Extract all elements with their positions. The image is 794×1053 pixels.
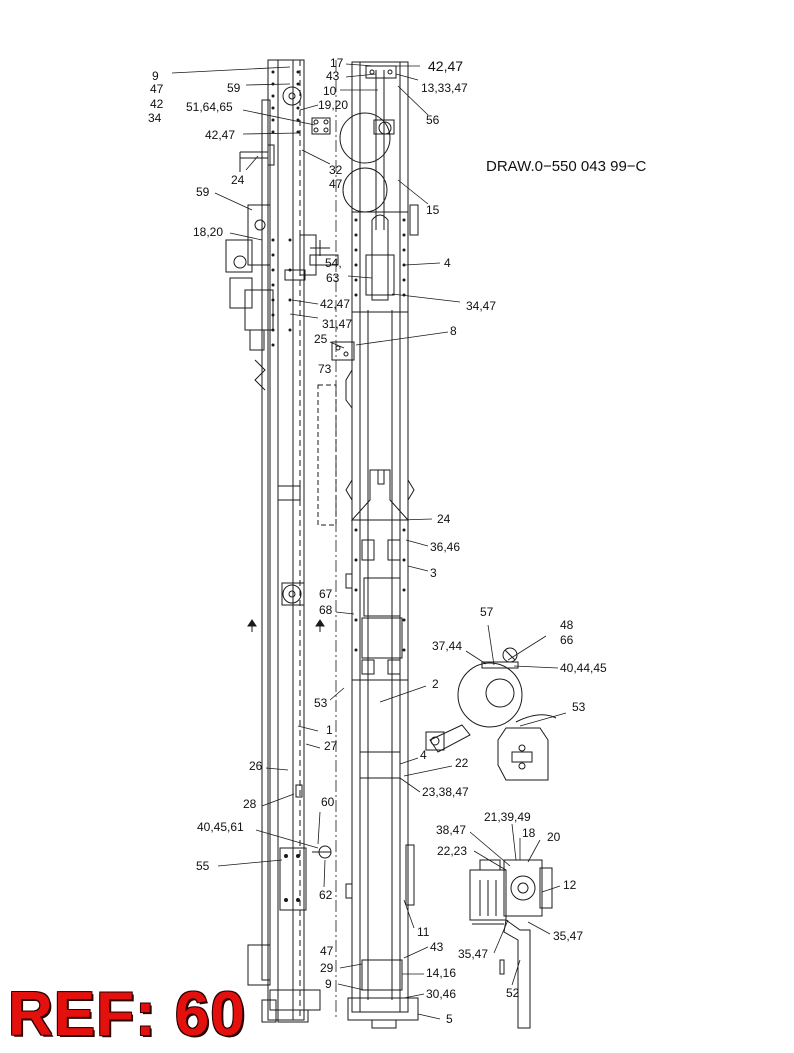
callout-label: 59 (196, 185, 210, 199)
callout-label: 36,46 (430, 540, 461, 554)
callout-label: 68 (319, 603, 333, 617)
callout-label: 53 (314, 696, 328, 710)
callout-label: 35,47 (553, 929, 584, 943)
callout-label: 18,20 (193, 225, 224, 239)
callout-label: 66 (560, 633, 574, 647)
callout-label: 28 (243, 797, 257, 811)
callout-label: 27 (324, 739, 338, 753)
callout-label: 73 (318, 362, 332, 376)
callout-label: 42 (150, 97, 164, 111)
callout-label: 5 (446, 1012, 453, 1026)
detail-reel-assembly (425, 647, 557, 781)
callout-label: 19,20 (318, 98, 349, 112)
callout-label: 51,64,65 (186, 100, 233, 114)
callout-label: 8 (450, 324, 457, 338)
callout-label: 42,47 (428, 58, 464, 74)
callout-label: 13,33,47 (421, 81, 468, 95)
callout-label: 42,47 (320, 297, 351, 311)
callout-label: 60 (321, 795, 335, 809)
callout-label: 21,39,49 (484, 810, 531, 824)
callout-label: 67 (319, 587, 333, 601)
callout-label: 22 (455, 756, 469, 770)
callout-label: 47 (150, 82, 164, 96)
callout-label: 37,44 (432, 639, 463, 653)
callout-label: 24 (437, 512, 451, 526)
callout-label: 47 (320, 944, 334, 958)
callout-label: 4 (420, 748, 427, 762)
callout-label: 63 (326, 271, 340, 285)
callout-label: 15 (426, 203, 440, 217)
callout-label: 4 (444, 256, 451, 270)
reference-badge: REF: 60 (8, 980, 246, 1049)
callout-label: 10 (323, 84, 337, 98)
callout-label: 34 (148, 111, 162, 125)
callout-label: 23,38,47 (422, 785, 469, 799)
callout-label: 29 (320, 961, 334, 975)
callout-label: 9 (325, 977, 332, 991)
callout-label: 55 (196, 859, 210, 873)
callout-label: 1 (326, 723, 333, 737)
callout-label: 24 (231, 173, 245, 187)
callout-label: 43 (326, 69, 340, 83)
callout-label: 48 (560, 618, 574, 632)
left-mast-column (225, 59, 339, 1023)
callout-label: 40,44,45 (560, 661, 607, 675)
callout-label: 54, (325, 256, 342, 270)
callout-label: 18 (522, 826, 536, 840)
detail-pump-assembly (469, 859, 553, 1029)
callout-label: 56 (426, 113, 440, 127)
callout-label: 47 (329, 177, 343, 191)
callout-label: 25 (314, 332, 328, 346)
callout-label: 9 (152, 69, 159, 83)
callout-label: 12 (563, 878, 577, 892)
callout-label: 20 (547, 830, 561, 844)
callout-label: 38,47 (436, 823, 467, 837)
callout-label: 57 (480, 605, 494, 619)
callout-label: 31,47 (322, 317, 353, 331)
callout-label: 59 (227, 81, 241, 95)
drawing-number: DRAW.0−550 043 99−C (486, 158, 647, 175)
callout-label: 2 (432, 677, 439, 691)
callout-label: 3 (430, 566, 437, 580)
callout-label: 32 (329, 163, 343, 177)
callout-label: 34,47 (466, 299, 497, 313)
callout-label: 17 (330, 56, 344, 70)
callout-label: 52 (506, 986, 520, 1000)
callout-label: 30,46 (426, 987, 457, 1001)
callout-label: 14,16 (426, 966, 457, 980)
leader-lines (171, 63, 567, 1020)
callout-label: 11 (417, 925, 430, 939)
right-mast-column (331, 61, 419, 1029)
callout-label: 42,47 (205, 128, 236, 142)
callout-label: 40,45,61 (197, 820, 244, 834)
callout-label: 35,47 (458, 947, 489, 961)
callout-label: 43 (430, 940, 444, 954)
callout-label: 53 (572, 700, 586, 714)
callout-label: 22,23 (437, 844, 468, 858)
callout-label: 62 (319, 888, 333, 902)
callout-label: 26 (249, 759, 263, 773)
